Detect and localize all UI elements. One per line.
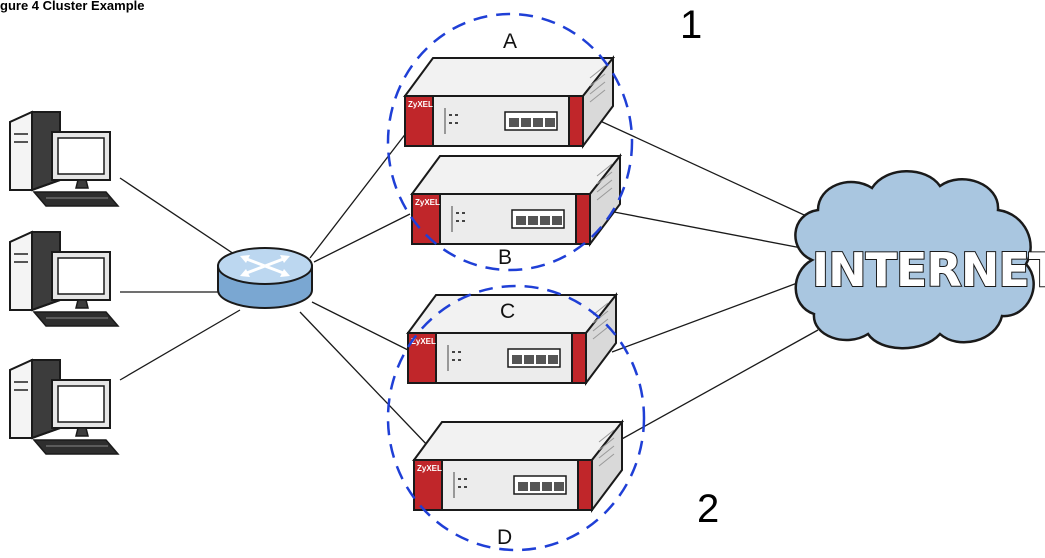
brand-label-c: ZyXEL — [411, 337, 436, 346]
pc-computer-3 — [9, 359, 119, 455]
pc-computer-2 — [9, 231, 119, 327]
cluster-1-outline — [386, 12, 634, 272]
group-label-1: 1 — [680, 3, 702, 47]
internet-cloud-icon — [794, 170, 1035, 350]
brand-label-a: ZyXEL — [408, 100, 433, 109]
cluster-2-outline — [386, 284, 646, 552]
pc-computer-1 — [9, 111, 119, 207]
node-label-d: D — [497, 526, 512, 549]
device-a — [404, 57, 614, 147]
group-label-2: 2 — [697, 487, 719, 531]
switch-icon — [217, 247, 313, 309]
brand-label-d: ZyXEL — [417, 464, 442, 473]
internet-label: INTERNET — [812, 243, 1045, 297]
node-label-c: C — [500, 300, 515, 323]
brand-label-b: ZyXEL — [415, 198, 440, 207]
node-label-a: A — [503, 30, 517, 53]
links — [119, 119, 819, 449]
node-label-b: B — [498, 246, 512, 269]
device-d — [413, 421, 623, 511]
figure-caption: gure 4 Cluster Example — [0, 0, 145, 13]
device-b — [411, 155, 621, 245]
